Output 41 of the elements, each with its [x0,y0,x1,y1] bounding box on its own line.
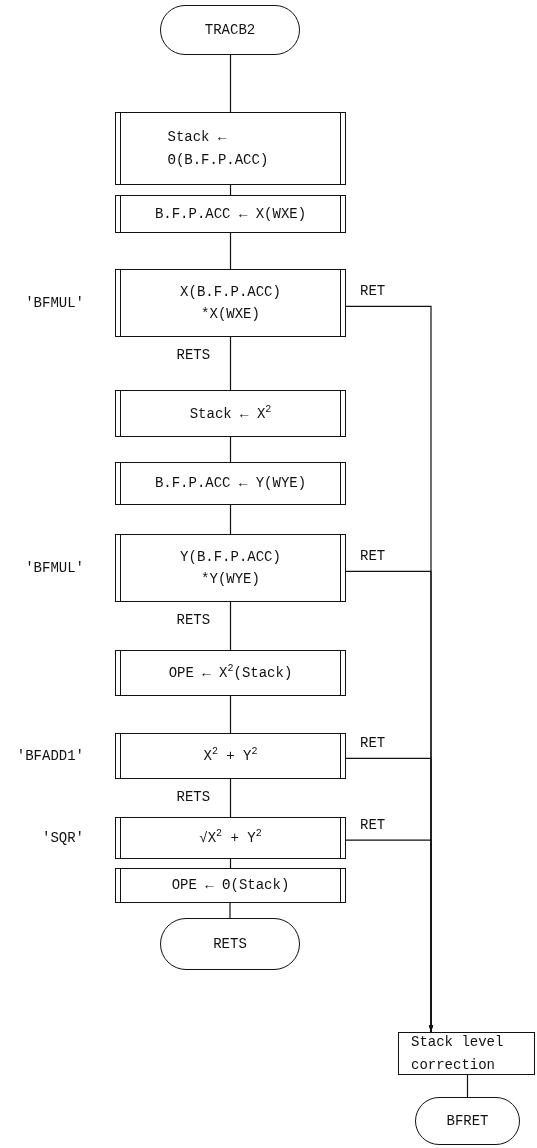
connector-line [229,232,232,270]
node-text: √X$^{2}$ + Y$^{2}$ [199,827,262,849]
connector-line [229,336,232,391]
node-text: OPE ← Θ(Stack) [171,876,290,896]
subroutine-box [115,195,346,233]
terminal-node [160,918,300,970]
node-text: BFRET [446,1111,489,1131]
node-text: Stack level correction [411,1033,505,1075]
node-text: B.F.P.ACC ← Y(WYE) [154,474,307,494]
connector-line [229,902,231,919]
node-text: OPE ← X$^{2}$(Stack) [168,662,293,684]
routine-name: 'BFADD1' [16,748,84,764]
edge-label: RETS [176,790,211,804]
connector-line [229,54,232,113]
subroutine-box [115,462,346,505]
routine-name: 'SQR' [42,830,84,846]
node-text: Stack ← Θ(B.F.P.ACC) [167,128,270,170]
subroutine-box [115,650,346,696]
connector-line [229,601,232,651]
node-text: B.F.P.ACC ← X(WXE) [154,204,307,224]
connector-line [229,504,232,535]
connector-line [466,1074,469,1098]
edge-label: RETS [176,613,211,627]
terminal-node [160,5,300,55]
node-text: Y(B.F.P.ACC) *Y(WYE) [179,547,282,589]
node-text: X(B.F.P.ACC) *X(WXE) [179,282,282,324]
connector-line [229,778,232,818]
process-box [398,1032,535,1075]
subroutine-box [115,112,346,185]
node-text: RETS [213,934,247,954]
edge-label: RETS [176,348,211,362]
routine-name: 'BFMUL' [25,295,84,311]
node-text: TRACB2 [204,20,256,40]
terminal-node [415,1097,520,1145]
routine-name: 'BFMUL' [25,560,84,576]
subroutine-box [115,390,346,437]
node-text: Stack ← X$^{2}$ [189,402,272,424]
subroutine-box [115,868,346,903]
connector-line [229,695,232,734]
node-text: X$^{2}$ + Y$^{2}$ [203,745,258,767]
connector-line [229,436,232,463]
